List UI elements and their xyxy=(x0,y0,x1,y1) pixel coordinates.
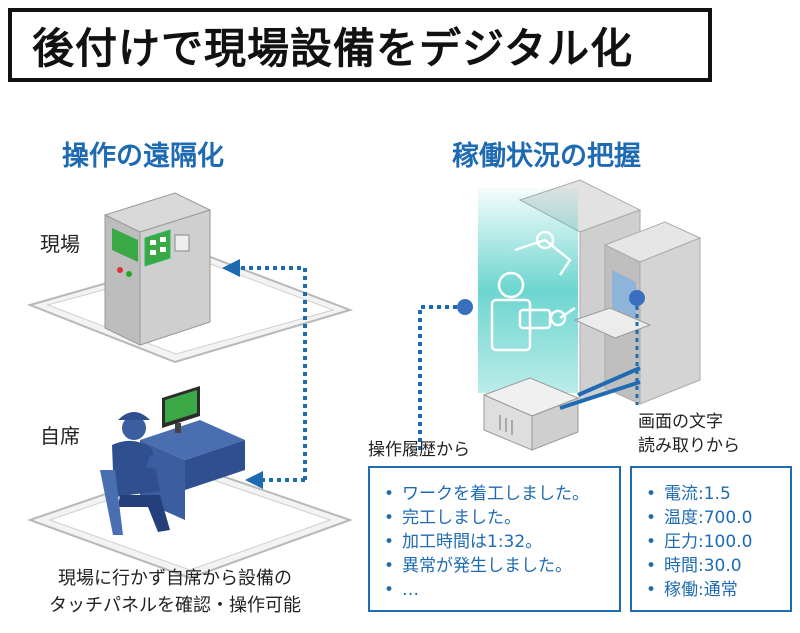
history-label: 操作履歴から xyxy=(368,440,470,460)
worker-icon xyxy=(100,412,180,535)
data-capture-beam xyxy=(478,188,578,393)
title-box: 後付けで現場設備をデジタル化 xyxy=(8,8,712,82)
list-item: •時間:30.0 xyxy=(646,556,742,576)
control-cabinet-icon xyxy=(103,192,212,346)
screen-label-line-2: 読み取りから xyxy=(638,436,740,456)
screen-label: 画面の文字 読み取りから xyxy=(638,410,740,458)
list-item: •温度:700.0 xyxy=(646,508,753,528)
list-item: •稼働:通常 xyxy=(646,580,738,600)
list-item: •圧力:100.0 xyxy=(646,532,753,552)
remote-link-line xyxy=(238,266,307,480)
seat-label: 自席 xyxy=(40,424,80,448)
page-title: 後付けで現場設備をデジタル化 xyxy=(32,23,634,73)
caption-line-2: タッチパネルを確認・操作可能 xyxy=(49,595,301,616)
arrow-to-site-icon xyxy=(222,259,240,277)
history-list-box: •ワークを着工しました。 •完工しました。 •加工時間は1:32。 •異常が発生… xyxy=(368,466,621,612)
list-item: •… xyxy=(384,580,419,600)
caption-line-1: 現場に行かず自席から設備の xyxy=(58,568,292,589)
screen-values-box: •電流:1.5 •温度:700.0 •圧力:100.0 •時間:30.0 •稼働… xyxy=(630,466,792,612)
history-source-dot xyxy=(457,299,473,315)
monitor-icon xyxy=(162,386,200,433)
history-list: •ワークを着工しました。 •完工しました。 •加工時間は1:32。 •異常が発生… xyxy=(384,482,619,602)
arrow-to-seat-icon xyxy=(245,471,263,489)
list-item: •電流:1.5 xyxy=(646,484,731,504)
screen-label-line-1: 画面の文字 xyxy=(638,412,723,432)
heading-remote-operation: 操作の遠隔化 xyxy=(62,141,224,172)
list-item: •完工しました。 xyxy=(384,508,521,528)
list-item: •ワークを着工しました。 xyxy=(384,484,589,504)
list-item: •加工時間は1:32。 xyxy=(384,532,543,552)
screen-source-dot xyxy=(629,290,645,306)
heading-operation-status: 稼働状況の把握 xyxy=(452,141,641,172)
screen-values-list: •電流:1.5 •温度:700.0 •圧力:100.0 •時間:30.0 •稼働… xyxy=(646,482,790,602)
cable-line xyxy=(577,366,641,397)
keypad-icon xyxy=(573,307,652,339)
left-caption: 現場に行かず自席から設備の タッチパネルを確認・操作可能 xyxy=(20,565,330,619)
robot-arm-icon xyxy=(490,230,576,352)
edge-device-icon xyxy=(482,377,580,451)
site-label: 現場 xyxy=(40,232,80,256)
list-item: •異常が発生しました。 xyxy=(384,556,572,576)
